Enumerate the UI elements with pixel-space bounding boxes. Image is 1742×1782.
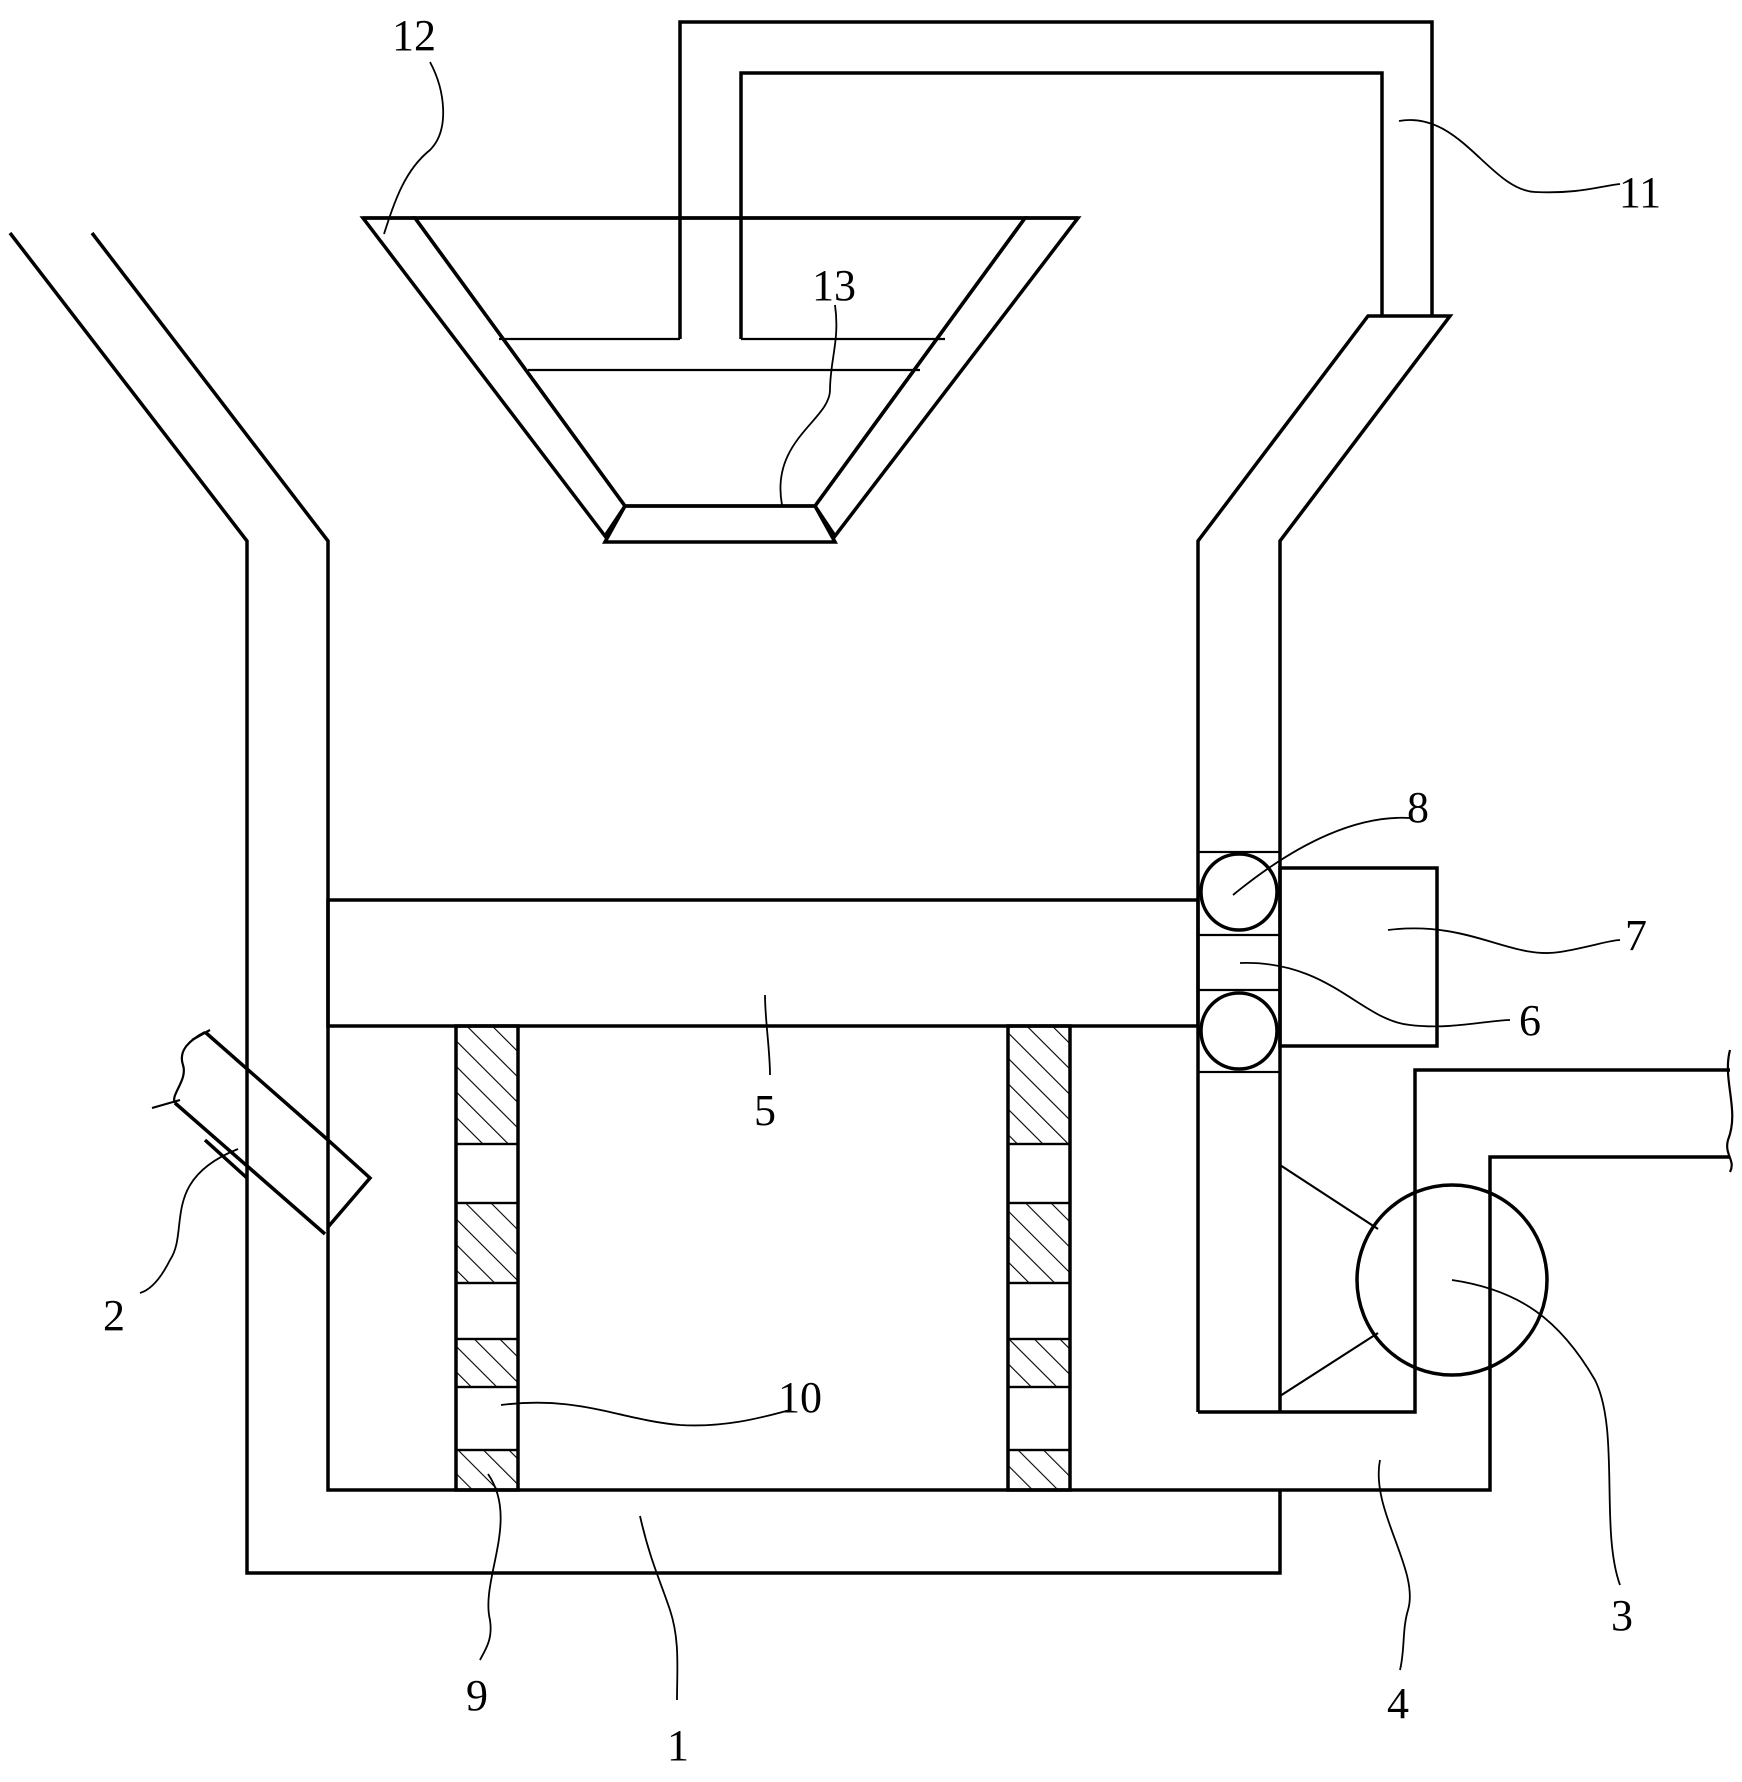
filter-column-right (1006, 1024, 1072, 1492)
guide-slot (1198, 933, 1280, 992)
pump-piping (1198, 1049, 1734, 1492)
label-3: 3 (1611, 1591, 1633, 1640)
label-11: 11 (1619, 168, 1661, 217)
reference-labels: 1 2 3 4 5 6 7 8 9 10 11 12 13 (103, 11, 1661, 1770)
pump (1279, 1164, 1549, 1397)
leader-lines (139, 61, 1621, 1701)
motor-box (1278, 866, 1439, 1048)
label-6: 6 (1519, 996, 1541, 1045)
label-8: 8 (1407, 783, 1429, 832)
top-frame-pipe (678, 20, 1434, 339)
plate (326, 898, 1200, 1028)
funnel (359, 216, 1082, 540)
label-10: 10 (778, 1373, 822, 1422)
label-1: 1 (667, 1721, 689, 1770)
label-9: 9 (466, 1671, 488, 1720)
funnel-screen (602, 504, 838, 544)
label-2: 2 (103, 1291, 125, 1340)
label-13: 13 (812, 261, 856, 310)
filter-column-left (454, 1024, 520, 1492)
seal-rings (1196, 850, 1282, 1074)
label-7: 7 (1625, 911, 1647, 960)
inlet-pipe (151, 1029, 373, 1236)
label-4: 4 (1387, 1679, 1409, 1728)
label-5: 5 (754, 1086, 776, 1135)
tank-body (8, 231, 1454, 1575)
label-12: 12 (392, 11, 436, 60)
